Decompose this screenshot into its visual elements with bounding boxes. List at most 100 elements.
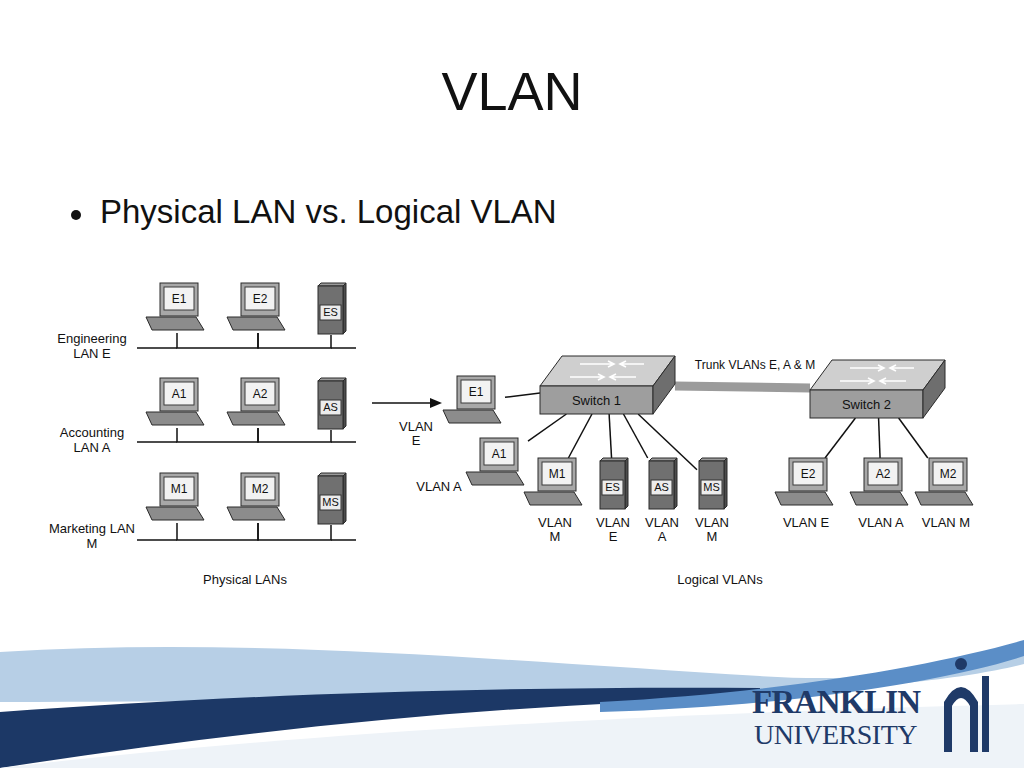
- computer-icon: M1: [146, 473, 208, 523]
- device-name: E1: [461, 380, 491, 403]
- computer-icon: E1: [146, 283, 208, 333]
- computer-base: [915, 492, 973, 505]
- computer-screen: [164, 382, 194, 405]
- transform-arrow: [372, 402, 432, 404]
- computer-base: [227, 412, 285, 425]
- computer-monitor: [480, 438, 518, 471]
- vlan-label: VLAN A: [416, 480, 462, 494]
- computer-monitor: [929, 458, 967, 491]
- panel-caption: Physical LANs: [180, 572, 310, 587]
- server-icon: AS: [316, 378, 346, 430]
- computer-screen: [461, 380, 491, 403]
- switch-arrow-mark: [620, 361, 644, 367]
- computer-icon-outline: [227, 378, 289, 428]
- computer-icon-outline: [524, 458, 586, 508]
- computer-screen: [245, 382, 275, 405]
- computer-icon-outline: [915, 458, 977, 508]
- computer-screen: [164, 287, 194, 310]
- computer-base: [466, 472, 524, 485]
- bullet-text: Physical LAN vs. Logical VLAN: [100, 192, 700, 232]
- switch-arrow-mark: [580, 361, 614, 367]
- switch-front: [810, 390, 923, 418]
- bus-stub: [137, 347, 177, 349]
- computer-icon-outline: [146, 378, 208, 428]
- link-label: Trunk VLANs E, A & M: [680, 358, 830, 372]
- access-link: [609, 414, 611, 458]
- vlan-label: VLAN A: [846, 516, 916, 530]
- logo-arch: [944, 687, 978, 752]
- computer-base: [775, 492, 833, 505]
- server-body: [318, 381, 343, 429]
- computer-icon: A2VLAN A: [850, 458, 912, 508]
- computer-icon-outline: [146, 283, 208, 333]
- computer-screen: [933, 462, 963, 485]
- server-icon: ASVLAN A: [647, 458, 677, 510]
- device-name: E2: [245, 287, 275, 310]
- vlan-label: VLAN A: [640, 516, 684, 544]
- access-link: [899, 418, 928, 458]
- lan-bus: [177, 333, 258, 348]
- computer-monitor: [160, 378, 198, 411]
- computer-monitor: [160, 283, 198, 316]
- device-name: M1: [164, 477, 194, 500]
- switch-side: [653, 356, 675, 414]
- server-label-plate: [320, 495, 341, 510]
- lan-bus: [177, 428, 258, 442]
- switch-icon: Switch 1: [540, 356, 675, 414]
- bus-stub: [331, 539, 356, 541]
- computer-base: [146, 507, 204, 520]
- bus-stub: [137, 441, 177, 443]
- server-label-plate: [320, 400, 341, 415]
- computer-screen: [542, 462, 572, 485]
- device-name: E1: [164, 287, 194, 310]
- switch-arrow-mark: [610, 374, 636, 380]
- computer-monitor: [160, 473, 198, 506]
- vlan-label: VLAN E: [771, 516, 841, 530]
- switch-arrow-mark: [850, 365, 884, 371]
- slide-title: VLAN: [0, 62, 1024, 121]
- computer-base: [227, 317, 285, 330]
- access-link: [825, 418, 855, 458]
- switch-icon: Switch 2: [810, 360, 945, 418]
- vlan-label: VLAN E: [591, 516, 635, 544]
- access-link: [505, 393, 540, 397]
- device-name: Switch 1: [540, 386, 653, 414]
- device-name: Switch 2: [810, 390, 923, 418]
- lan-name: Engineering LAN E: [46, 331, 138, 361]
- computer-monitor: [241, 473, 279, 506]
- device-name: A1: [164, 382, 194, 405]
- server-icon: ES: [316, 283, 346, 335]
- lan-bus: [258, 523, 331, 540]
- logo-pillar: [982, 676, 989, 752]
- access-link: [879, 418, 880, 458]
- lan-bus: [258, 333, 331, 348]
- vlan-label: VLAN M: [911, 516, 981, 530]
- server-icon: MSVLAN M: [697, 458, 727, 510]
- computer-icon: E2VLAN E: [775, 458, 837, 508]
- computer-monitor: [538, 458, 576, 491]
- computer-icon: A1VLAN A: [466, 438, 528, 488]
- device-name: AS: [320, 400, 341, 415]
- computer-monitor: [241, 283, 279, 316]
- switch-arrow-mark: [570, 374, 604, 380]
- device-name: A2: [245, 382, 275, 405]
- vlan-label: VLAN E: [393, 420, 439, 448]
- computer-base: [850, 492, 908, 505]
- computer-base: [227, 507, 285, 520]
- switch-arrow-mark: [890, 365, 914, 371]
- server-label-plate: [320, 305, 341, 320]
- device-name: ES: [320, 305, 341, 320]
- logo-wordmark: FRANKLIN: [752, 684, 952, 720]
- device-name: MS: [701, 480, 722, 495]
- computer-screen: [484, 442, 514, 465]
- device-name: M2: [245, 477, 275, 500]
- computer-icon: A1: [146, 378, 208, 428]
- device-name: E2: [793, 462, 823, 485]
- computer-icon: M1VLAN M: [524, 458, 586, 508]
- computer-screen: [245, 477, 275, 500]
- computer-icon-outline: [227, 473, 289, 523]
- bus-stub: [331, 441, 356, 443]
- lan-bus: [258, 428, 331, 442]
- switch-side: [923, 360, 945, 418]
